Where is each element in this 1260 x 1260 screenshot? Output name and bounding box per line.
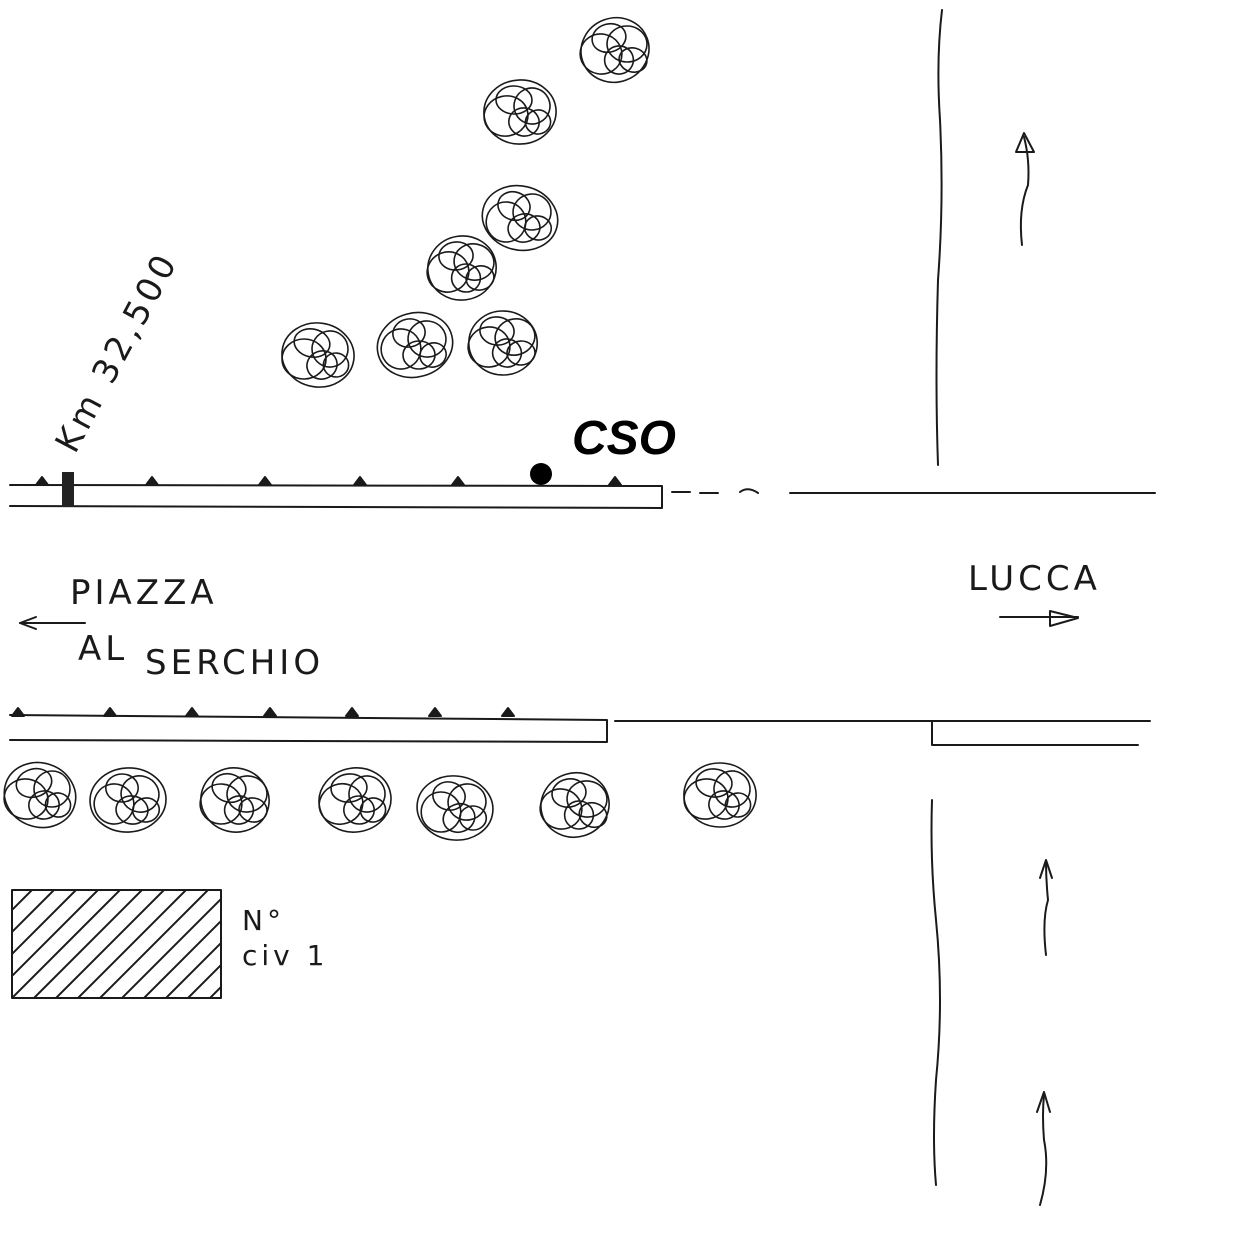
tree-icon [483,79,557,145]
north-road-edge-dashed [671,488,1156,494]
tree-icon [467,310,538,376]
north-sidewalk [9,476,663,509]
kerb-marker [11,707,25,717]
up-arrow-icon [1036,1091,1051,1206]
destination-serchio: SERCHIO [145,643,324,683]
tree-icon [281,322,355,388]
tree-icon [539,772,610,838]
tree-icon [426,235,497,301]
destination-piazza: PIAZZA [70,573,218,613]
building-hatched [11,889,222,999]
kerb-marker [501,707,515,717]
kerb-marker [103,707,117,717]
kerb-marker [608,476,622,486]
km-marker-post [62,472,74,507]
tree-icon [199,767,270,833]
destination-lucca: LUCCA [968,559,1101,599]
tree-icon [318,767,392,833]
destination-al: AL [78,629,128,669]
kerb-marker [263,707,277,717]
arrow-left-icon [19,616,86,630]
kerb-marker [258,476,272,486]
cso-label: CSO [572,412,676,465]
tree-icon [89,767,167,833]
trees [3,16,757,841]
kerb-marker [185,707,199,717]
tree-icon [579,16,650,84]
tree-icon [683,762,757,828]
tree-icon [481,184,559,252]
kerb-marker [428,707,442,717]
kerb-marker [345,707,359,717]
kerb-marker [35,476,49,486]
cso-point [530,463,552,485]
house-number-label-2: civ 1 [242,939,328,972]
up-arrow-icon [1039,859,1053,956]
south-sidewalk [9,707,1151,746]
km-label: Km 32,500 [48,245,187,459]
north-arrow-icon [1015,132,1035,246]
kerb-marker [451,476,465,486]
tree-icon [416,775,494,841]
tree-icon [376,311,454,379]
kerb-marker [145,476,159,486]
house-number-label-1: N° [242,904,285,937]
kerb-marker [353,476,367,486]
side-road-north-edge [935,9,943,466]
arrow-right-icon [999,610,1079,627]
side-road-south-edge [930,799,941,1186]
tree-icon [3,761,77,829]
